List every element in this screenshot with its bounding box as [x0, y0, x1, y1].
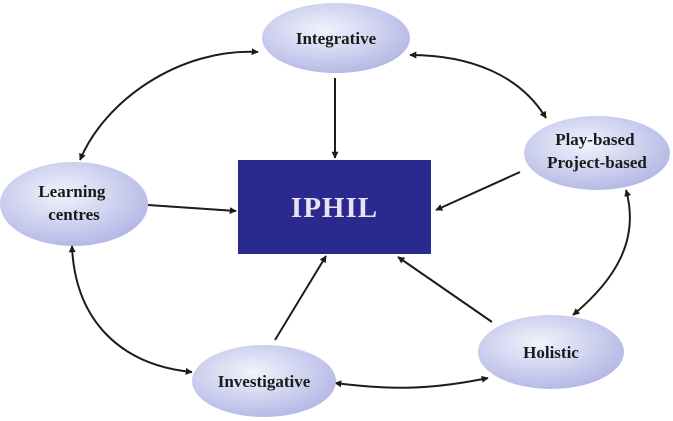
node-investigative: Investigative [192, 345, 336, 417]
arrow-play-project-holistic [572, 189, 632, 316]
node-play-project: Play-based Project-based [524, 116, 670, 190]
node-learning-centres: Learning centres [0, 162, 148, 246]
arrow-holistic-to-center [397, 256, 493, 323]
node-learning-centres-line-1: Learning [38, 182, 106, 201]
arrow-holistic-investigative [334, 375, 489, 389]
node-integrative-label: Integrative [296, 29, 377, 48]
node-holistic-oval [478, 315, 624, 389]
node-learning-centres-oval [0, 162, 148, 246]
arrow-play-project-to-center [435, 171, 521, 211]
node-learning-centres-line-2: centres [48, 205, 100, 224]
arrow-integrative-play-project [409, 51, 547, 119]
node-integrative: Integrative [262, 3, 410, 73]
center-box-label: IPHIL [291, 192, 378, 224]
node-investigative-oval [192, 345, 336, 417]
node-investigative-label: Investigative [218, 372, 311, 391]
node-play-project-oval [524, 116, 670, 190]
arrow-integrative-learning-centres [79, 48, 259, 161]
node-holistic: Holistic [478, 315, 624, 389]
node-integrative-oval [262, 3, 410, 73]
node-play-project-line-1: Play-based [555, 130, 635, 149]
arrow-learning-centres-investigative [68, 245, 193, 375]
node-play-project-line-2: Project-based [547, 153, 647, 172]
node-holistic-label: Holistic [523, 343, 579, 362]
center-box-rect [238, 160, 431, 254]
arrow-investigative-to-center [274, 255, 327, 341]
arrow-learning-centres-to-center [147, 204, 237, 215]
center-box: IPHIL [238, 160, 431, 254]
node-learning-centres-label: Learning centres [38, 182, 109, 224]
node-play-project-label: Play-based Project-based [547, 130, 647, 172]
